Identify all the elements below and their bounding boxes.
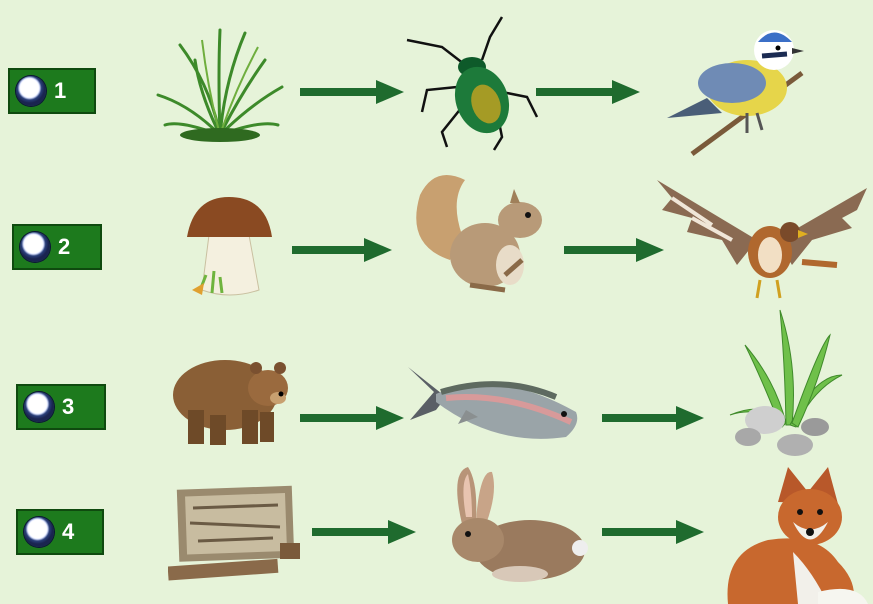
bird-icon — [662, 18, 812, 160]
arrow-right-icon — [536, 80, 640, 104]
beetle-icon — [402, 12, 542, 152]
option-2-button[interactable]: 2 — [12, 224, 102, 270]
option-number: 4 — [62, 519, 74, 545]
hawk-icon — [652, 170, 872, 305]
option-number: 3 — [62, 394, 74, 420]
option-number: 2 — [58, 234, 70, 260]
radio-icon[interactable] — [16, 76, 46, 106]
arrow-right-icon — [292, 238, 392, 262]
radio-icon[interactable] — [24, 392, 54, 422]
radio-icon[interactable] — [24, 517, 54, 547]
arrow-right-icon — [564, 238, 664, 262]
fox-icon — [718, 462, 868, 604]
arrow-right-icon — [300, 406, 404, 430]
fish-icon — [406, 362, 594, 448]
radio-icon[interactable] — [20, 232, 50, 262]
squirrel-icon — [410, 165, 555, 295]
option-1-button[interactable]: 1 — [8, 68, 96, 114]
arrow-right-icon — [300, 80, 404, 104]
option-4-button[interactable]: 4 — [16, 509, 104, 555]
option-3-button[interactable]: 3 — [16, 384, 106, 430]
bark-icon — [168, 483, 306, 586]
arrow-right-icon — [312, 520, 416, 544]
rabbit-icon — [440, 462, 588, 586]
bear-icon — [170, 350, 295, 450]
arrow-right-icon — [602, 520, 704, 544]
arrow-right-icon — [602, 406, 704, 430]
mushroom-icon — [184, 195, 274, 300]
option-number: 1 — [54, 78, 66, 104]
waterplant-icon — [720, 305, 860, 460]
grass-icon — [150, 25, 290, 143]
